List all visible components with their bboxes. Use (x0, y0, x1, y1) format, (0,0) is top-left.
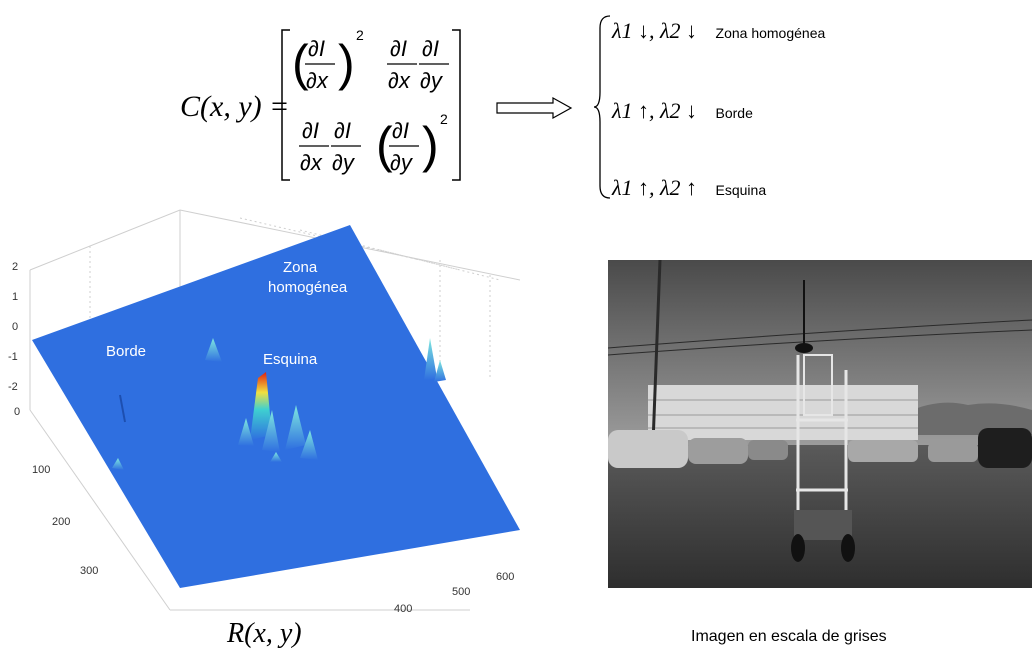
svg-text:): ) (422, 117, 439, 173)
svg-text:∂x: ∂x (306, 68, 329, 93)
surface-plane (32, 225, 520, 588)
z-tick-2: 0 (12, 321, 18, 333)
case-row-1: λ1 ↑, λ2 ↓ Borde (612, 98, 753, 128)
y-tick-3: 300 (80, 565, 98, 577)
photo-caption: Imagen en escala de grises (691, 628, 887, 645)
x-tick-2: 600 (496, 571, 514, 583)
svg-text:2: 2 (356, 27, 364, 43)
surface-peaks (112, 338, 446, 470)
case-label-1: Borde (715, 105, 753, 121)
matrix-m22: ∂I ∂y ( ) 2 (376, 111, 448, 175)
formula-lhs: C(x, y) = (180, 90, 290, 123)
svg-text:∂y: ∂y (390, 150, 414, 175)
z-tick-3: -1 (8, 351, 18, 363)
z-tick-4: -2 (8, 381, 18, 393)
annotation-esquina: Esquina (263, 351, 318, 368)
svg-text:(: ( (292, 35, 309, 91)
svg-text:∂I: ∂I (308, 36, 325, 61)
matrix-m21: ∂I ∂x ∂I ∂y (299, 118, 361, 175)
case-row-0: λ1 ↓, λ2 ↓ Zona homogénea (612, 18, 825, 48)
plot-caption: R(x, y) (227, 618, 302, 649)
x-tick-1: 500 (452, 586, 470, 598)
grayscale-photo (608, 260, 1032, 588)
svg-text:∂I: ∂I (422, 36, 439, 61)
svg-text:∂I: ∂I (392, 118, 409, 143)
annotation-borde: Borde (106, 343, 146, 360)
cases-brace (594, 15, 611, 199)
svg-text:∂I: ∂I (302, 118, 319, 143)
x-tick-0: 400 (394, 603, 412, 615)
svg-text:(: ( (376, 117, 393, 173)
case-condition-2: λ1 ↑, λ2 ↑ (612, 175, 698, 200)
z-tick-0: 2 (12, 261, 18, 273)
svg-text:2: 2 (440, 111, 448, 127)
svg-text:∂y: ∂y (420, 68, 444, 93)
case-condition-0: λ1 ↓, λ2 ↓ (612, 18, 698, 43)
annotation-zona-line1: Zona (283, 259, 318, 276)
matrix: ∂I ∂x ( ) 2 ∂I ∂x ∂I ∂y ∂I ∂x ∂I ∂y ∂I (281, 27, 461, 181)
svg-text:): ) (338, 35, 355, 91)
case-condition-1: λ1 ↑, λ2 ↓ (612, 98, 698, 123)
annotation-zona-line2: homogénea (268, 279, 348, 296)
svg-text:∂x: ∂x (388, 68, 411, 93)
case-row-2: λ1 ↑, λ2 ↑ Esquina (612, 175, 766, 205)
case-label-0: Zona homogénea (715, 25, 826, 41)
y-tick-1: 100 (32, 464, 50, 476)
y-tick-0: 0 (14, 406, 20, 418)
case-label-2: Esquina (715, 182, 767, 198)
matrix-m12: ∂I ∂x ∂I ∂y (387, 36, 449, 93)
z-tick-1: 1 (12, 291, 18, 303)
robot (796, 354, 848, 540)
svg-text:∂y: ∂y (332, 150, 356, 175)
implies-arrow-icon (496, 96, 573, 120)
plot-grid (29, 209, 520, 611)
y-tick-2: 200 (52, 516, 70, 528)
structure-tensor-formula: C(x, y) = ∂I ∂x ( ) 2 ∂I ∂x ∂I ∂y ∂I ∂x … (180, 20, 480, 190)
svg-text:∂I: ∂I (334, 118, 351, 143)
svg-text:∂I: ∂I (390, 36, 407, 61)
svg-text:∂x: ∂x (300, 150, 323, 175)
harris-response-surface: 2 1 0 -1 -2 0 100 200 300 400 500 600 Zo… (8, 209, 520, 615)
matrix-m11: ∂I ∂x ( ) 2 (292, 27, 364, 93)
